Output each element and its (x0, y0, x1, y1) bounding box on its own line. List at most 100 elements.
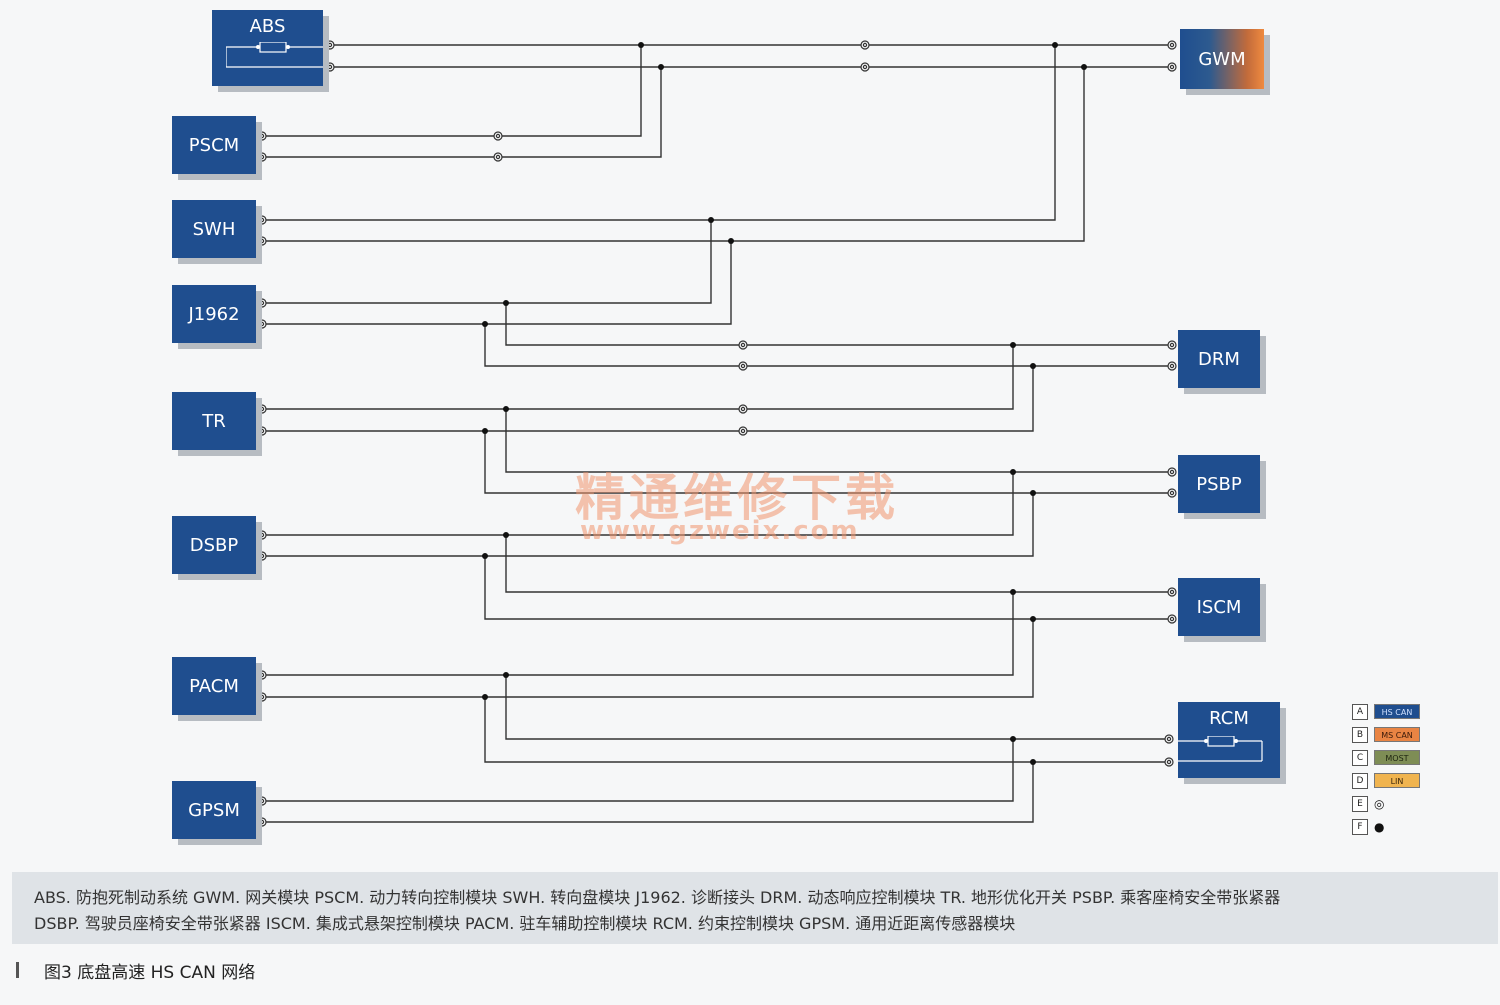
connector-symbol (257, 404, 267, 414)
tr-module: TR (172, 392, 256, 450)
bus-wire (262, 67, 662, 158)
abs-label: ABS (249, 16, 286, 37)
watermark-title: 精通维修下载 (575, 468, 899, 527)
splice-dot (503, 300, 509, 306)
bus-wire (484, 431, 1172, 494)
pscm-label: PSCM (188, 134, 240, 156)
pscm-module: PSCM (172, 116, 256, 174)
abs-terminator-icon (226, 42, 323, 68)
pacm-label: PACM (189, 675, 239, 697)
dsbp-label: DSBP (189, 534, 239, 556)
swh-module: SWH (172, 200, 256, 258)
splice-dot (638, 42, 644, 48)
splice-dot (1030, 363, 1036, 369)
connector-symbol (257, 152, 267, 162)
bus-wire (262, 67, 1085, 242)
splice-dot (503, 406, 509, 412)
connector-symbol (493, 152, 503, 162)
psbp-label: PSBP (1196, 473, 1242, 495)
abbreviation-box: ABS. 防抱死制动系统 GWM. 网关模块 PSCM. 动力转向控制模块 SW… (12, 872, 1498, 944)
bus-wire (262, 739, 1014, 802)
legend-lin-swatch: LIN (1374, 773, 1420, 788)
bus-wire (505, 303, 1172, 346)
j1962-module: J1962 (172, 285, 256, 343)
connector-symbol (1167, 361, 1177, 371)
abbreviation-line-1: ABS. 防抱死制动系统 GWM. 网关模块 PSCM. 动力转向控制模块 SW… (34, 888, 1281, 907)
legend-row-c: C MOST (1352, 746, 1432, 769)
connector-symbol (257, 692, 267, 702)
bus-wire (262, 493, 1034, 557)
rcm-module: RCM (1178, 702, 1280, 778)
splice-dot (708, 217, 714, 223)
connector-symbol (1167, 488, 1177, 498)
bus-wire (484, 324, 1172, 367)
abbreviation-line-2: DSBP. 驾驶员座椅安全带张紧器 ISCM. 集成式悬架控制模块 PACM. … (34, 914, 1016, 933)
tr-label: TR (202, 410, 226, 432)
legend-row-a: A HS CAN (1352, 700, 1432, 723)
bus-wire (262, 220, 712, 304)
connector-symbol (257, 670, 267, 680)
splice-dot (1030, 490, 1036, 496)
j1962-label: J1962 (188, 303, 240, 325)
connector-symbol (493, 131, 503, 141)
connector-symbol (1167, 467, 1177, 477)
connector-icon: ◎ (1374, 796, 1385, 811)
legend-key: E (1352, 795, 1368, 812)
connector-symbol (257, 530, 267, 540)
legend-key: C (1352, 749, 1368, 766)
bus-wire (262, 762, 1034, 823)
connector-symbol (257, 298, 267, 308)
splice-dot (1030, 616, 1036, 622)
connector-symbol (257, 319, 267, 329)
bus-wire (484, 556, 1172, 620)
caption-marker (16, 962, 19, 978)
splice-dot-icon: ● (1374, 819, 1385, 834)
connector-symbol (1167, 40, 1177, 50)
connector-symbol (325, 40, 335, 50)
gwm-label: GWM (1198, 48, 1246, 70)
rcm-label: RCM (1209, 708, 1249, 729)
dsbp-module: DSBP (172, 516, 256, 574)
legend-key: F (1352, 818, 1368, 835)
connector-symbol (257, 426, 267, 436)
legend-key: B (1352, 726, 1368, 743)
bus-wire (262, 241, 732, 325)
legend-key: A (1352, 703, 1368, 720)
bus-wire (262, 592, 1014, 676)
connector-symbol (738, 404, 748, 414)
legend: A HS CAN B MS CAN C MOST D LIN E ◎ F ● (1352, 700, 1432, 838)
watermark-url: www.gzweix.com (580, 516, 860, 546)
connector-symbol (257, 551, 267, 561)
connector-symbol (738, 426, 748, 436)
connector-symbol (1167, 62, 1177, 72)
drm-label: DRM (1198, 348, 1240, 370)
splice-dot (1010, 469, 1016, 475)
connector-symbol (1167, 587, 1177, 597)
splice-dot (482, 428, 488, 434)
splice-dot (1052, 42, 1058, 48)
legend-most-swatch: MOST (1374, 750, 1420, 765)
legend-row-b: B MS CAN (1352, 723, 1432, 746)
splice-dot (728, 238, 734, 244)
bus-wire (484, 697, 1172, 763)
splice-dot (482, 553, 488, 559)
legend-row-e: E ◎ (1352, 792, 1432, 815)
connector-symbol (325, 62, 335, 72)
splice-dot (1010, 589, 1016, 595)
splice-dot (658, 64, 664, 70)
legend-row-d: D LIN (1352, 769, 1432, 792)
abs-module: ABS (212, 10, 323, 86)
bus-wire (262, 619, 1034, 698)
splice-dot (1030, 759, 1036, 765)
legend-hs-can-swatch: HS CAN (1374, 704, 1420, 719)
connector-symbol (257, 817, 267, 827)
connector-symbol (860, 40, 870, 50)
can-network-diagram (257, 40, 1177, 827)
iscm-module: ISCM (1178, 578, 1260, 636)
connector-symbol (257, 131, 267, 141)
gpsm-label: GPSM (188, 799, 240, 821)
connector-symbol (738, 340, 748, 350)
legend-row-f: F ● (1352, 815, 1432, 838)
bus-wire (262, 345, 1014, 410)
connector-symbol (1167, 614, 1177, 624)
